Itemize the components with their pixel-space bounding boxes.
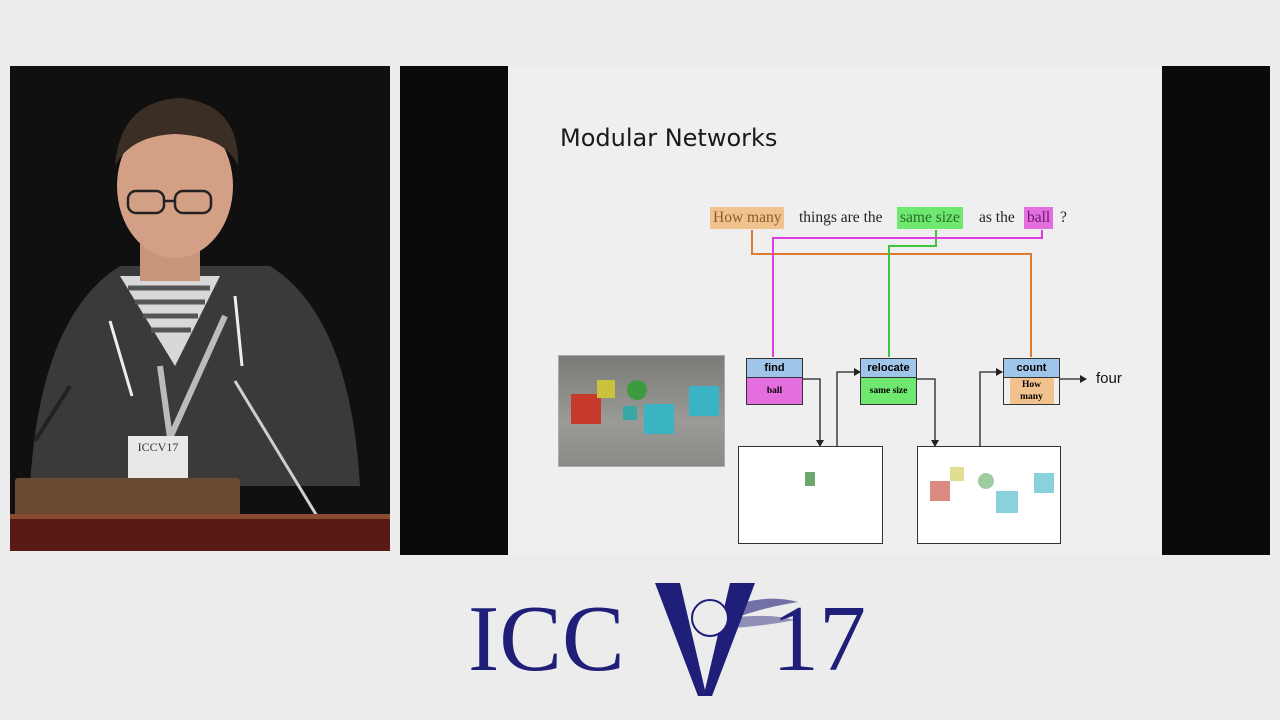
scene-image xyxy=(558,355,725,467)
question-ball: ball xyxy=(1024,207,1054,229)
attention-map-find xyxy=(738,446,883,544)
module-relocate: relocate same size xyxy=(860,358,917,405)
module-connections xyxy=(751,230,1087,447)
question-mark: ? xyxy=(1060,209,1067,226)
module-relocate-arg: same size xyxy=(861,378,916,404)
module-find: find ball xyxy=(746,358,803,405)
right-black-bar xyxy=(1162,66,1270,555)
module-count-arg: How many xyxy=(1009,378,1054,404)
logo-v-emblem xyxy=(650,578,800,696)
badge-logo-text: ICCV17 xyxy=(137,440,179,454)
name-badge: ICCV17 xyxy=(128,436,188,478)
module-find-name: find xyxy=(747,359,802,378)
speaker-video: ICCV17 xyxy=(10,66,390,551)
speaker-figure xyxy=(10,66,390,551)
question-how-many: How many xyxy=(710,207,785,229)
slide-title: Modular Networks xyxy=(560,124,778,152)
module-relocate-name: relocate xyxy=(861,359,916,378)
left-black-bar xyxy=(400,66,508,555)
module-find-arg: ball xyxy=(747,378,802,404)
logo-text-icc: ICC xyxy=(468,587,625,691)
presentation-slide: Modular Networks How many things are the… xyxy=(508,66,1162,555)
question-as-the: as the xyxy=(979,209,1015,226)
attention-map-relocate xyxy=(917,446,1061,544)
module-count-name: count xyxy=(1004,359,1059,378)
logo-text-17: 17 xyxy=(772,587,866,691)
question-middle-text: things are the xyxy=(799,209,883,226)
question-same-size: same size xyxy=(897,207,963,229)
answer-text: four xyxy=(1096,370,1122,387)
module-count: count How many xyxy=(1003,358,1060,405)
